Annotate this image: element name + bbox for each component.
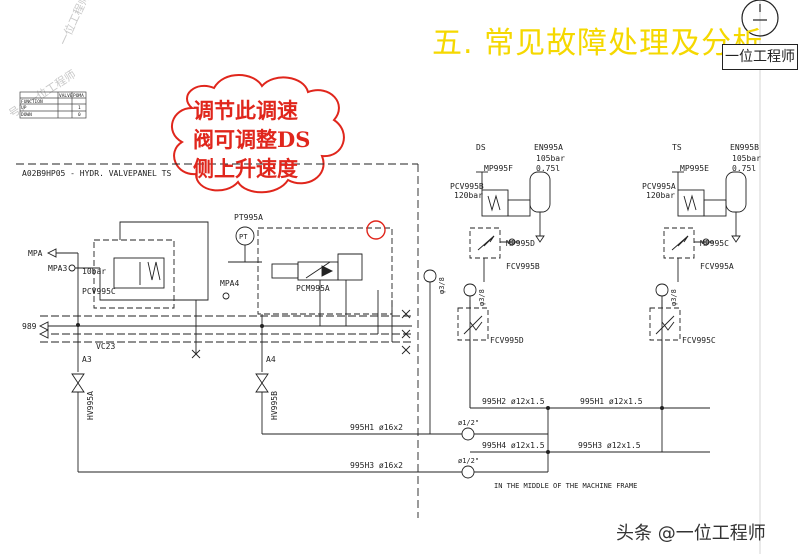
table-row-up-value: 1 [78,105,81,111]
cap-markers [191,309,411,359]
table-row-down-value: 0 [78,112,81,118]
label-a4: A4 [266,355,276,364]
label-ts: TS [672,143,682,152]
footer-credit: 头条 @一位工程师 [616,523,766,544]
label-pcm995a: PCM995A [296,284,330,293]
label-pcv995c: PCV995C [82,287,116,296]
label-105bar-left: 105bar [536,154,565,163]
label-120bar-left: 120bar [454,191,483,200]
label-989: 989 [22,322,37,331]
table-row-down: DOWN [21,112,32,118]
function-table [19,91,87,119]
table-row-function: FUNCTION [21,99,43,105]
label-orifice-right: φ3/8 [670,289,678,306]
label-orifice-mid: φ3/8 [478,289,486,306]
label-mpa3: MPA3 [48,264,67,273]
label-half-a: ø1/2" [458,419,479,427]
junction-dots [76,323,664,454]
label-frame-note: IN THE MIDDLE OF THE MACHINE FRAME [494,482,637,490]
label-en995b: EN995B [730,143,759,152]
label-vol-right: 0.75l [732,164,756,173]
label-hv995a: HV995A [86,391,95,420]
label-pipe-995h4: 995H4 ø12x1.5 [482,441,545,450]
label-vc23: VC23 [96,342,115,351]
callout-line-3: 侧上升速度 [193,156,298,181]
label-fcv995c: FCV995C [682,336,716,345]
label-fcv995a: FCV995A [700,262,734,271]
label-fcv995d: FCV995D [490,336,524,345]
label-pcv995a: PCV995A [642,182,676,191]
label-10bar: 10bar [82,267,106,276]
label-pt: PT [239,233,248,241]
table-header-poma: POMA [73,93,84,99]
label-pt995a: PT995A [234,213,263,222]
label-mpa4: MPA4 [220,279,239,288]
label-105bar-right: 105bar [732,154,761,163]
label-vol-left: 0.75l [536,164,560,173]
table-row-up: UP [21,105,27,111]
label-pipe-995h3-right: 995H3 ø12x1.5 [578,441,641,450]
label-orifice-left: φ3/8 [438,277,446,294]
slide-title: 五. 常见故障处理及分析 [432,26,764,61]
label-half-b: ø1/2" [458,457,479,465]
label-mp995c: MP995C [700,239,729,248]
label-mp995d: MP995D [506,239,535,248]
logo-label: 一位工程师 [722,44,798,70]
label-pipe-995h1-right: 995H1 ø12x1.5 [580,397,643,406]
label-en995a: EN995A [534,143,563,152]
label-fcv995b: FCV995B [506,262,540,271]
callout-line-1: 调节此调速 [193,98,298,123]
label-pipe-995h3: 995H3 ø16x2 [350,461,403,470]
label-hv995b: HV995B [270,391,279,420]
table-header-valve: VALVE [59,93,73,99]
callout-cloud [171,74,345,194]
label-120bar-right: 120bar [646,191,675,200]
label-pipe-995h1: 995H1 ø16x2 [350,423,403,432]
logo-emblem [741,0,779,37]
label-panel: A02B9HP05 - HYDR. VALVEPANEL TS [22,169,171,178]
label-pipe-995h2: 995H2 ø12x1.5 [482,397,545,406]
label-mpa: MPA [28,249,43,258]
callout-text: 调节此调速 阀可调整DS 侧上升速度 [193,96,343,183]
label-mp995f: MP995F [484,164,513,173]
label-a3: A3 [82,355,92,364]
label-mp995e: MP995E [680,164,709,173]
label-ds: DS [476,143,486,152]
callout-line-2: 阀可调整DS [193,127,311,152]
label-pcv995b: PCV995B [450,182,484,191]
